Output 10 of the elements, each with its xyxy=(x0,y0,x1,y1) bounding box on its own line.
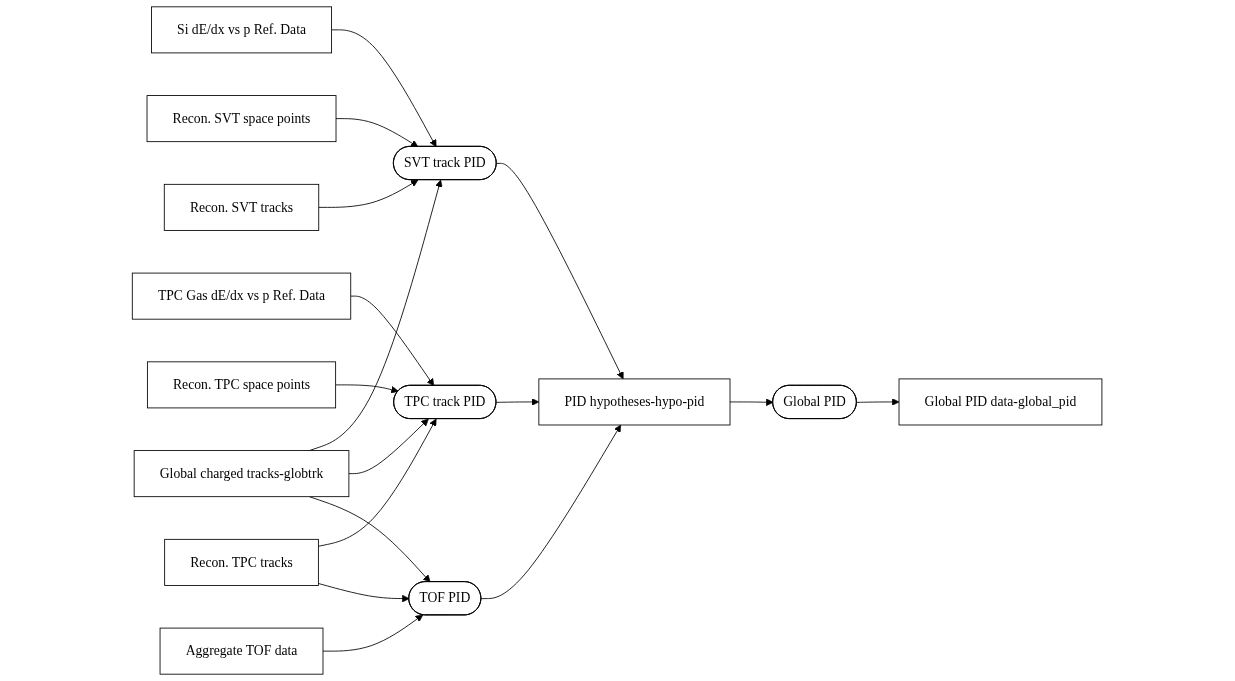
node-box: PID hypotheses-hypo-pid xyxy=(538,378,731,426)
node-box: Recon. SVT tracks xyxy=(164,183,320,231)
node-box: Recon. TPC tracks xyxy=(164,538,320,586)
node-box: TPC Gas dE/dx vs p Ref. Data xyxy=(132,272,352,320)
node-box: Recon. SVT space points xyxy=(147,95,337,143)
node-box: Recon. TPC space points xyxy=(147,361,337,409)
node-box: Global charged tracks-globtrk xyxy=(134,450,350,498)
node-box: Global PID data-global_pid xyxy=(899,378,1103,426)
node-box: Si dE/dx vs p Ref. Data xyxy=(151,6,333,54)
node-box: Aggregate TOF data xyxy=(160,627,324,675)
